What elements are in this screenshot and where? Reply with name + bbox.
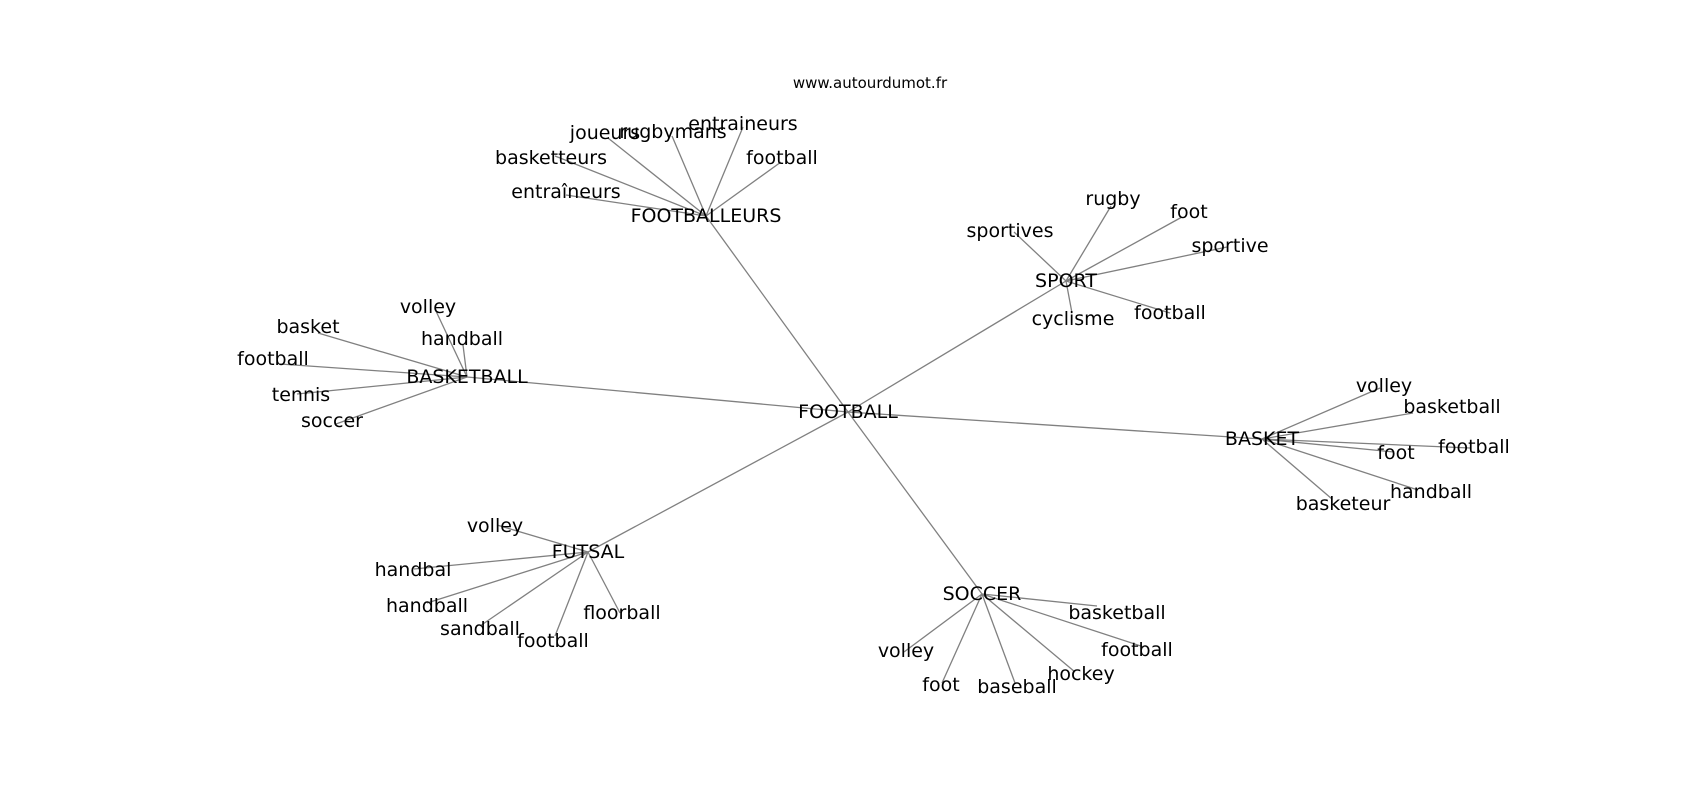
- leaf-node-futsal-sandball: sandball: [440, 618, 520, 640]
- edge-basket-basketeur: [1261, 438, 1333, 500]
- edge-footballeurs-entraineurs: [565, 194, 707, 217]
- leaf-node-sport-rugby: rugby: [1085, 188, 1140, 210]
- hub-node-futsal: FUTSAL: [552, 541, 625, 563]
- leaf-node-sport-football: football: [1134, 302, 1206, 324]
- leaf-node-basket-volley: volley: [1356, 375, 1412, 397]
- leaf-node-basketball-soccer: soccer: [301, 410, 363, 432]
- hub-node-sport: SPORT: [1035, 270, 1097, 292]
- edge-basketball-tennis: [296, 376, 468, 395]
- edge-football-sport: [847, 280, 1067, 413]
- edge-footballeurs-football: [705, 161, 782, 217]
- edge-sport-cyclisme: [1065, 280, 1073, 314]
- edge-soccer-foot: [941, 593, 983, 684]
- edge-basket-foot: [1261, 438, 1395, 453]
- edge-basketball-handball: [462, 344, 468, 378]
- leaf-node-soccer-volley: volley: [878, 640, 934, 662]
- leaf-node-soccer-hockey: hockey: [1047, 663, 1114, 685]
- edge-futsal-volley: [496, 524, 589, 553]
- leaf-node-soccer-basketball: basketball: [1068, 602, 1165, 624]
- leaf-node-footballeurs-basketteurs: basketteurs: [495, 147, 607, 169]
- edge-sport-rugby: [1065, 205, 1112, 282]
- leaf-node-sport-sportives: sportives: [967, 220, 1054, 242]
- leaf-node-basketball-tennis: tennis: [272, 384, 330, 406]
- edge-basket-basketball: [1261, 412, 1414, 440]
- hub-node-soccer: SOCCER: [943, 583, 1022, 605]
- edge-soccer-hockey: [981, 593, 1076, 673]
- edge-basket-volley: [1261, 387, 1381, 440]
- leaf-node-futsal-handbal: handbal: [375, 559, 452, 581]
- leaf-node-basket-foot: foot: [1377, 442, 1414, 464]
- edge-basketball-basket: [317, 332, 468, 378]
- edge-footballeurs-joueurs: [607, 137, 707, 217]
- leaf-node-sport-foot: foot: [1170, 201, 1207, 223]
- leaf-node-basket-basketball: basketball: [1403, 396, 1500, 418]
- edge-soccer-basketball: [981, 593, 1098, 607]
- leaf-node-futsal-football: football: [517, 630, 589, 652]
- leaf-node-basketball-football: football: [237, 348, 309, 370]
- edge-futsal-floorball: [587, 551, 621, 614]
- edge-football-basket: [847, 411, 1263, 440]
- leaf-node-futsal-volley: volley: [467, 515, 523, 537]
- edge-sport-foot: [1065, 216, 1183, 282]
- leaf-node-futsal-handball: handball: [386, 595, 468, 617]
- edge-futsal-handbal: [413, 551, 589, 570]
- leaf-node-footballeurs-rugbymans: rugbymans: [619, 121, 726, 143]
- edge-football-footballeurs: [705, 215, 849, 413]
- center-node-football: FOOTBALL: [798, 401, 898, 423]
- edge-soccer-volley: [903, 593, 983, 653]
- edge-basket-football: [1261, 438, 1471, 449]
- edge-footballeurs-entraineurs: [705, 126, 744, 217]
- edge-footballeurs-basketteurs: [554, 155, 707, 217]
- edge-sport-sportive: [1065, 246, 1228, 282]
- edge-basketball-football: [279, 363, 468, 378]
- edge-soccer-baseball: [981, 593, 1016, 684]
- leaf-node-basketball-handball: handball: [421, 328, 503, 350]
- edge-futsal-handball: [426, 551, 589, 604]
- edge-basketball-volley: [434, 308, 468, 378]
- leaf-node-basketball-basket: basket: [276, 316, 339, 338]
- leaf-node-footballeurs-entraineurs: entraineurs: [688, 113, 797, 135]
- leaf-node-futsal-floorball: floorball: [583, 602, 660, 624]
- edge-football-futsal: [587, 411, 849, 553]
- leaf-node-footballeurs-joueurs: joueurs: [569, 122, 640, 144]
- leaf-node-basket-basketeur: basketeur: [1296, 493, 1391, 515]
- edge-soccer-football: [981, 593, 1145, 648]
- leaf-node-basketball-volley: volley: [400, 296, 456, 318]
- source-credit: www.autourdumot.fr: [793, 74, 948, 92]
- leaf-node-footballeurs-entraineurs: entraîneurs: [511, 181, 620, 203]
- edge-sport-football: [1065, 280, 1171, 314]
- hub-node-footballeurs: FOOTBALLEURS: [631, 205, 782, 227]
- hub-node-basket: BASKET: [1225, 428, 1300, 450]
- graph-edges: [279, 126, 1471, 684]
- leaf-node-sport-cyclisme: cyclisme: [1032, 308, 1115, 330]
- leaf-node-soccer-foot: foot: [922, 674, 959, 696]
- edge-basketball-soccer: [335, 376, 468, 425]
- leaf-node-soccer-football: football: [1101, 639, 1173, 661]
- edge-futsal-sandball: [479, 551, 589, 627]
- edge-football-soccer: [847, 411, 983, 595]
- hub-node-basketball: BASKETBALL: [406, 366, 528, 388]
- edge-futsal-football: [554, 551, 589, 637]
- edge-footballeurs-rugbymans: [671, 135, 707, 217]
- leaf-node-basket-football: football: [1438, 436, 1510, 458]
- edge-football-basketball: [466, 376, 849, 413]
- leaf-node-basket-handball: handball: [1390, 481, 1472, 503]
- leaf-node-sport-sportive: sportive: [1191, 235, 1268, 257]
- edge-sport-sportives: [1013, 231, 1067, 282]
- leaf-node-soccer-baseball: baseball: [977, 676, 1057, 698]
- leaf-node-footballeurs-football: football: [746, 147, 818, 169]
- edge-basket-handball: [1261, 438, 1419, 491]
